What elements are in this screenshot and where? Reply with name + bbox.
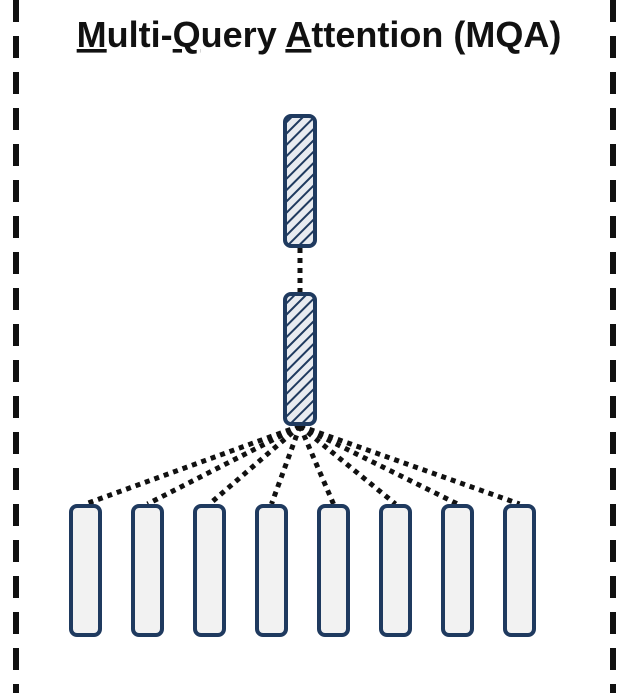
fan-out-connector-line (84, 423, 301, 507)
query-head (317, 504, 350, 637)
diagram-title: Multi-Query Attention (MQA) (77, 14, 562, 55)
title-segment-m: M (77, 14, 107, 55)
query-head (193, 504, 226, 637)
title-segment-ulti: ulti- (107, 14, 173, 55)
query-heads-row (69, 504, 536, 637)
fan-out-connector-line (298, 424, 398, 506)
fan-out-connector-line (269, 425, 303, 505)
fan-out-connectors (84, 423, 521, 507)
shared-head-bottom (283, 292, 317, 426)
title-segment-ttention: ttention (MQA) (311, 14, 561, 55)
title-segment-uery: uery (201, 14, 286, 55)
fan-out-connector-line (146, 423, 302, 507)
query-head (69, 504, 102, 637)
query-head (503, 504, 536, 637)
query-head (379, 504, 412, 637)
fan-out-connector-line (297, 425, 336, 505)
title-segment-q: Q (173, 14, 201, 55)
query-head (441, 504, 474, 637)
title-segment-a: A (285, 14, 311, 55)
shared-head-top (283, 114, 317, 248)
query-head (255, 504, 288, 637)
fan-out-connector-line (299, 423, 521, 507)
query-head (131, 504, 164, 637)
